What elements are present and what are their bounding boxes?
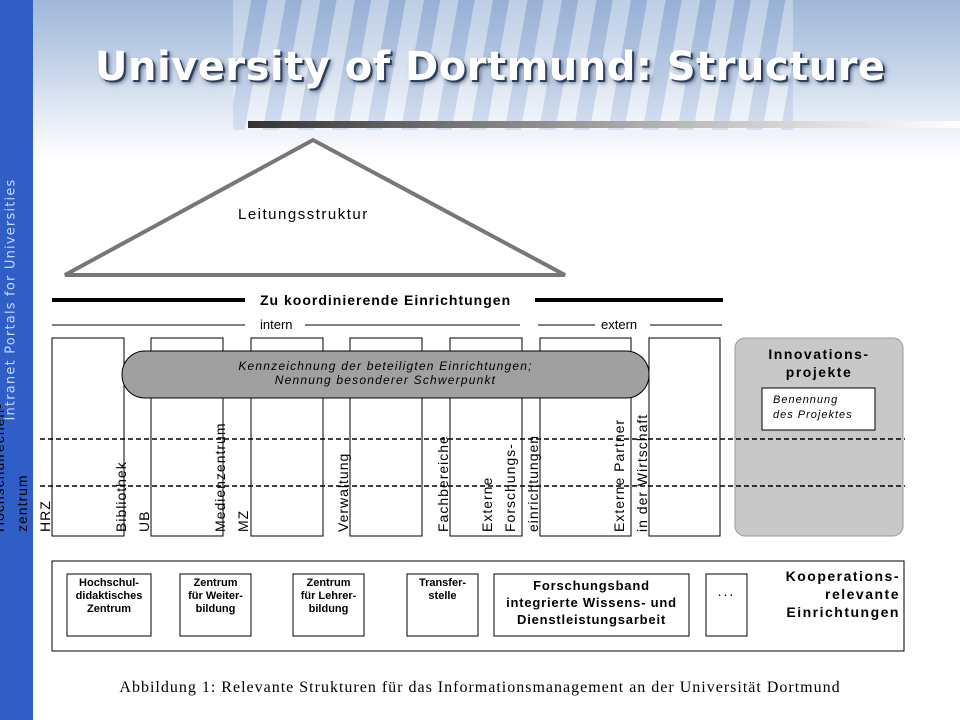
innovation-title: Innovations- projekte bbox=[768, 346, 870, 380]
oval-text: Kennzeichnung der beteiligten Einrichtun… bbox=[122, 359, 649, 387]
leadership-label: Leitungsstruktur bbox=[238, 206, 369, 223]
bottom-label-lehrerbildung: Zentrum für Lehrer- bildung bbox=[300, 577, 357, 615]
coordinated-header: Zu koordinierende Einrichtungen bbox=[260, 292, 512, 308]
oval-line-1: Kennzeichnung der beteiligten Einrichtun… bbox=[238, 359, 533, 373]
bottom-box-didaktik bbox=[66, 573, 152, 637]
bottom-label-didaktik: Hochschul- didaktisches Zentrum bbox=[75, 577, 143, 615]
innovation-box-text: Benennung des Projektes bbox=[773, 394, 853, 421]
page-title: University of Dortmund: Structure bbox=[95, 44, 886, 90]
cooperation-label: Kooperations- relevante Einrichtungen bbox=[785, 568, 900, 620]
banner-texture bbox=[233, 0, 793, 130]
column-label-fachbereiche: Fachbereiche bbox=[435, 435, 451, 532]
bottom-box-lehrerbildung bbox=[292, 573, 365, 637]
ellipsis-box bbox=[705, 573, 748, 637]
oval-line-2: Nennung besonderer Schwerpunkt bbox=[274, 373, 497, 387]
column-label-verwaltung: Verwaltung bbox=[335, 452, 351, 532]
column-label-wirtschaft: Externe Partner in der Wirtschaft bbox=[611, 413, 650, 532]
column-label-hrz: Hochschulrechen- zentrum HRZ bbox=[0, 403, 53, 532]
bottom-label-weiterbildung: Zentrum für Weiter- bildung bbox=[188, 577, 243, 615]
title-banner bbox=[33, 0, 960, 160]
extern-label: extern bbox=[601, 317, 638, 332]
intern-label: intern bbox=[260, 317, 293, 332]
column-box-hrz bbox=[51, 337, 125, 537]
column-label-mz: Medienzentrum MZ bbox=[212, 422, 251, 533]
column-label-forschung: Externe Forschungs- einrichtungen bbox=[479, 434, 541, 532]
leadership-triangle bbox=[64, 137, 566, 277]
bottom-label-transfer: Transfer- stelle bbox=[418, 577, 467, 602]
ellipsis-label: ... bbox=[717, 583, 736, 599]
sidebar: Intranet Portals for Universities bbox=[0, 0, 33, 720]
innovation-project-box bbox=[761, 387, 876, 431]
title-underline bbox=[248, 121, 960, 128]
research-band-box bbox=[493, 573, 690, 637]
participation-oval bbox=[121, 350, 650, 399]
bottom-box-transfer bbox=[406, 573, 479, 637]
column-box-wirtschaft bbox=[648, 337, 721, 537]
bottom-box-weiterbildung bbox=[179, 573, 252, 637]
column-label-ub: Bibliothek UB bbox=[113, 461, 152, 532]
figure-caption: Abbildung 1: Relevante Strukturen für da… bbox=[119, 679, 841, 696]
research-band-label: Forschungsband integrierte Wissens- und … bbox=[506, 578, 677, 627]
